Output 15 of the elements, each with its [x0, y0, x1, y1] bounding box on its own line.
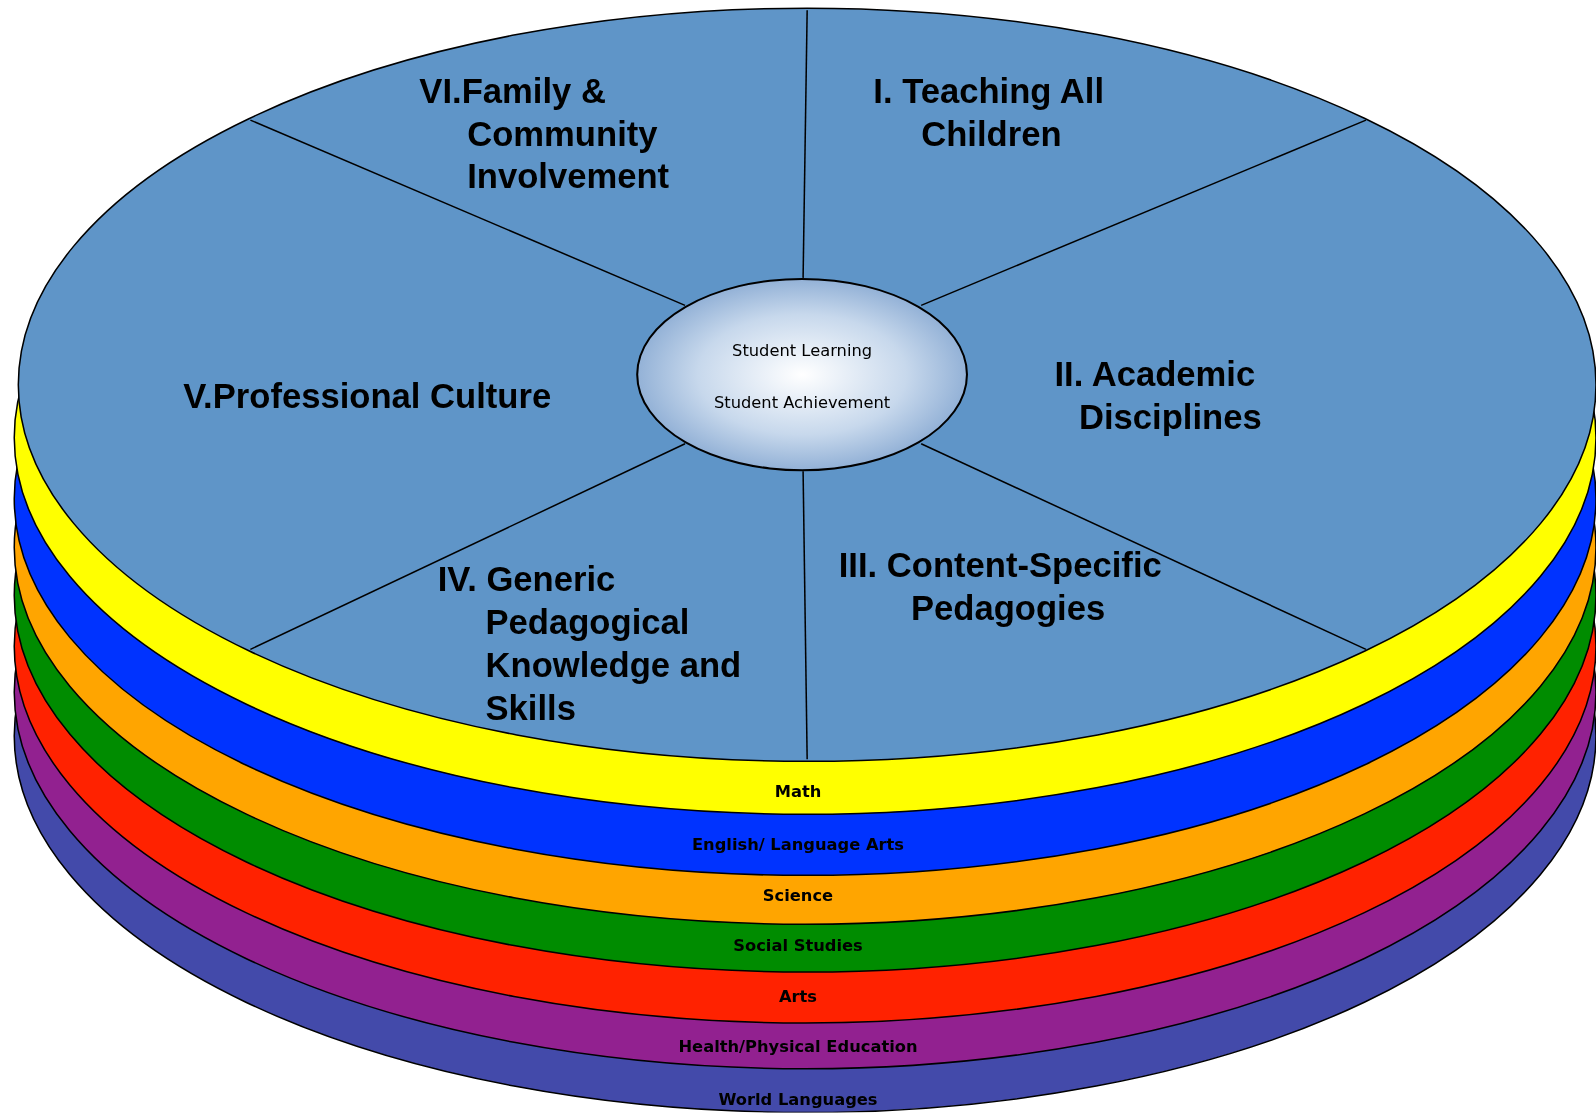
- layer-label: World Languages: [492, 1090, 1104, 1111]
- sector-label: III. Content-Specific Pedagogies: [838, 543, 1166, 630]
- layer-label: Science: [492, 885, 1104, 906]
- ellipse-text: Student Learning: [731, 341, 874, 362]
- layer-label: Arts: [492, 986, 1104, 1007]
- layer-label: English/ Language Arts: [492, 834, 1104, 855]
- sector-label: I. Teaching All Children: [873, 69, 1227, 155]
- layer-label: Social Studies: [492, 935, 1104, 956]
- ellipse-text: Student Achievement: [712, 392, 892, 414]
- layer-label: Math: [492, 781, 1104, 803]
- sector-label: VI.Family & Community Involvement: [419, 69, 773, 198]
- sector-label: V.Professional Culture: [183, 374, 611, 418]
- sector-label: IV. Generic Pedagogical Knowledge and Skills: [437, 557, 781, 729]
- layer-label: Health/Physical Education: [492, 1037, 1104, 1058]
- sector-label: II. Academic Disciplines: [1054, 352, 1344, 438]
